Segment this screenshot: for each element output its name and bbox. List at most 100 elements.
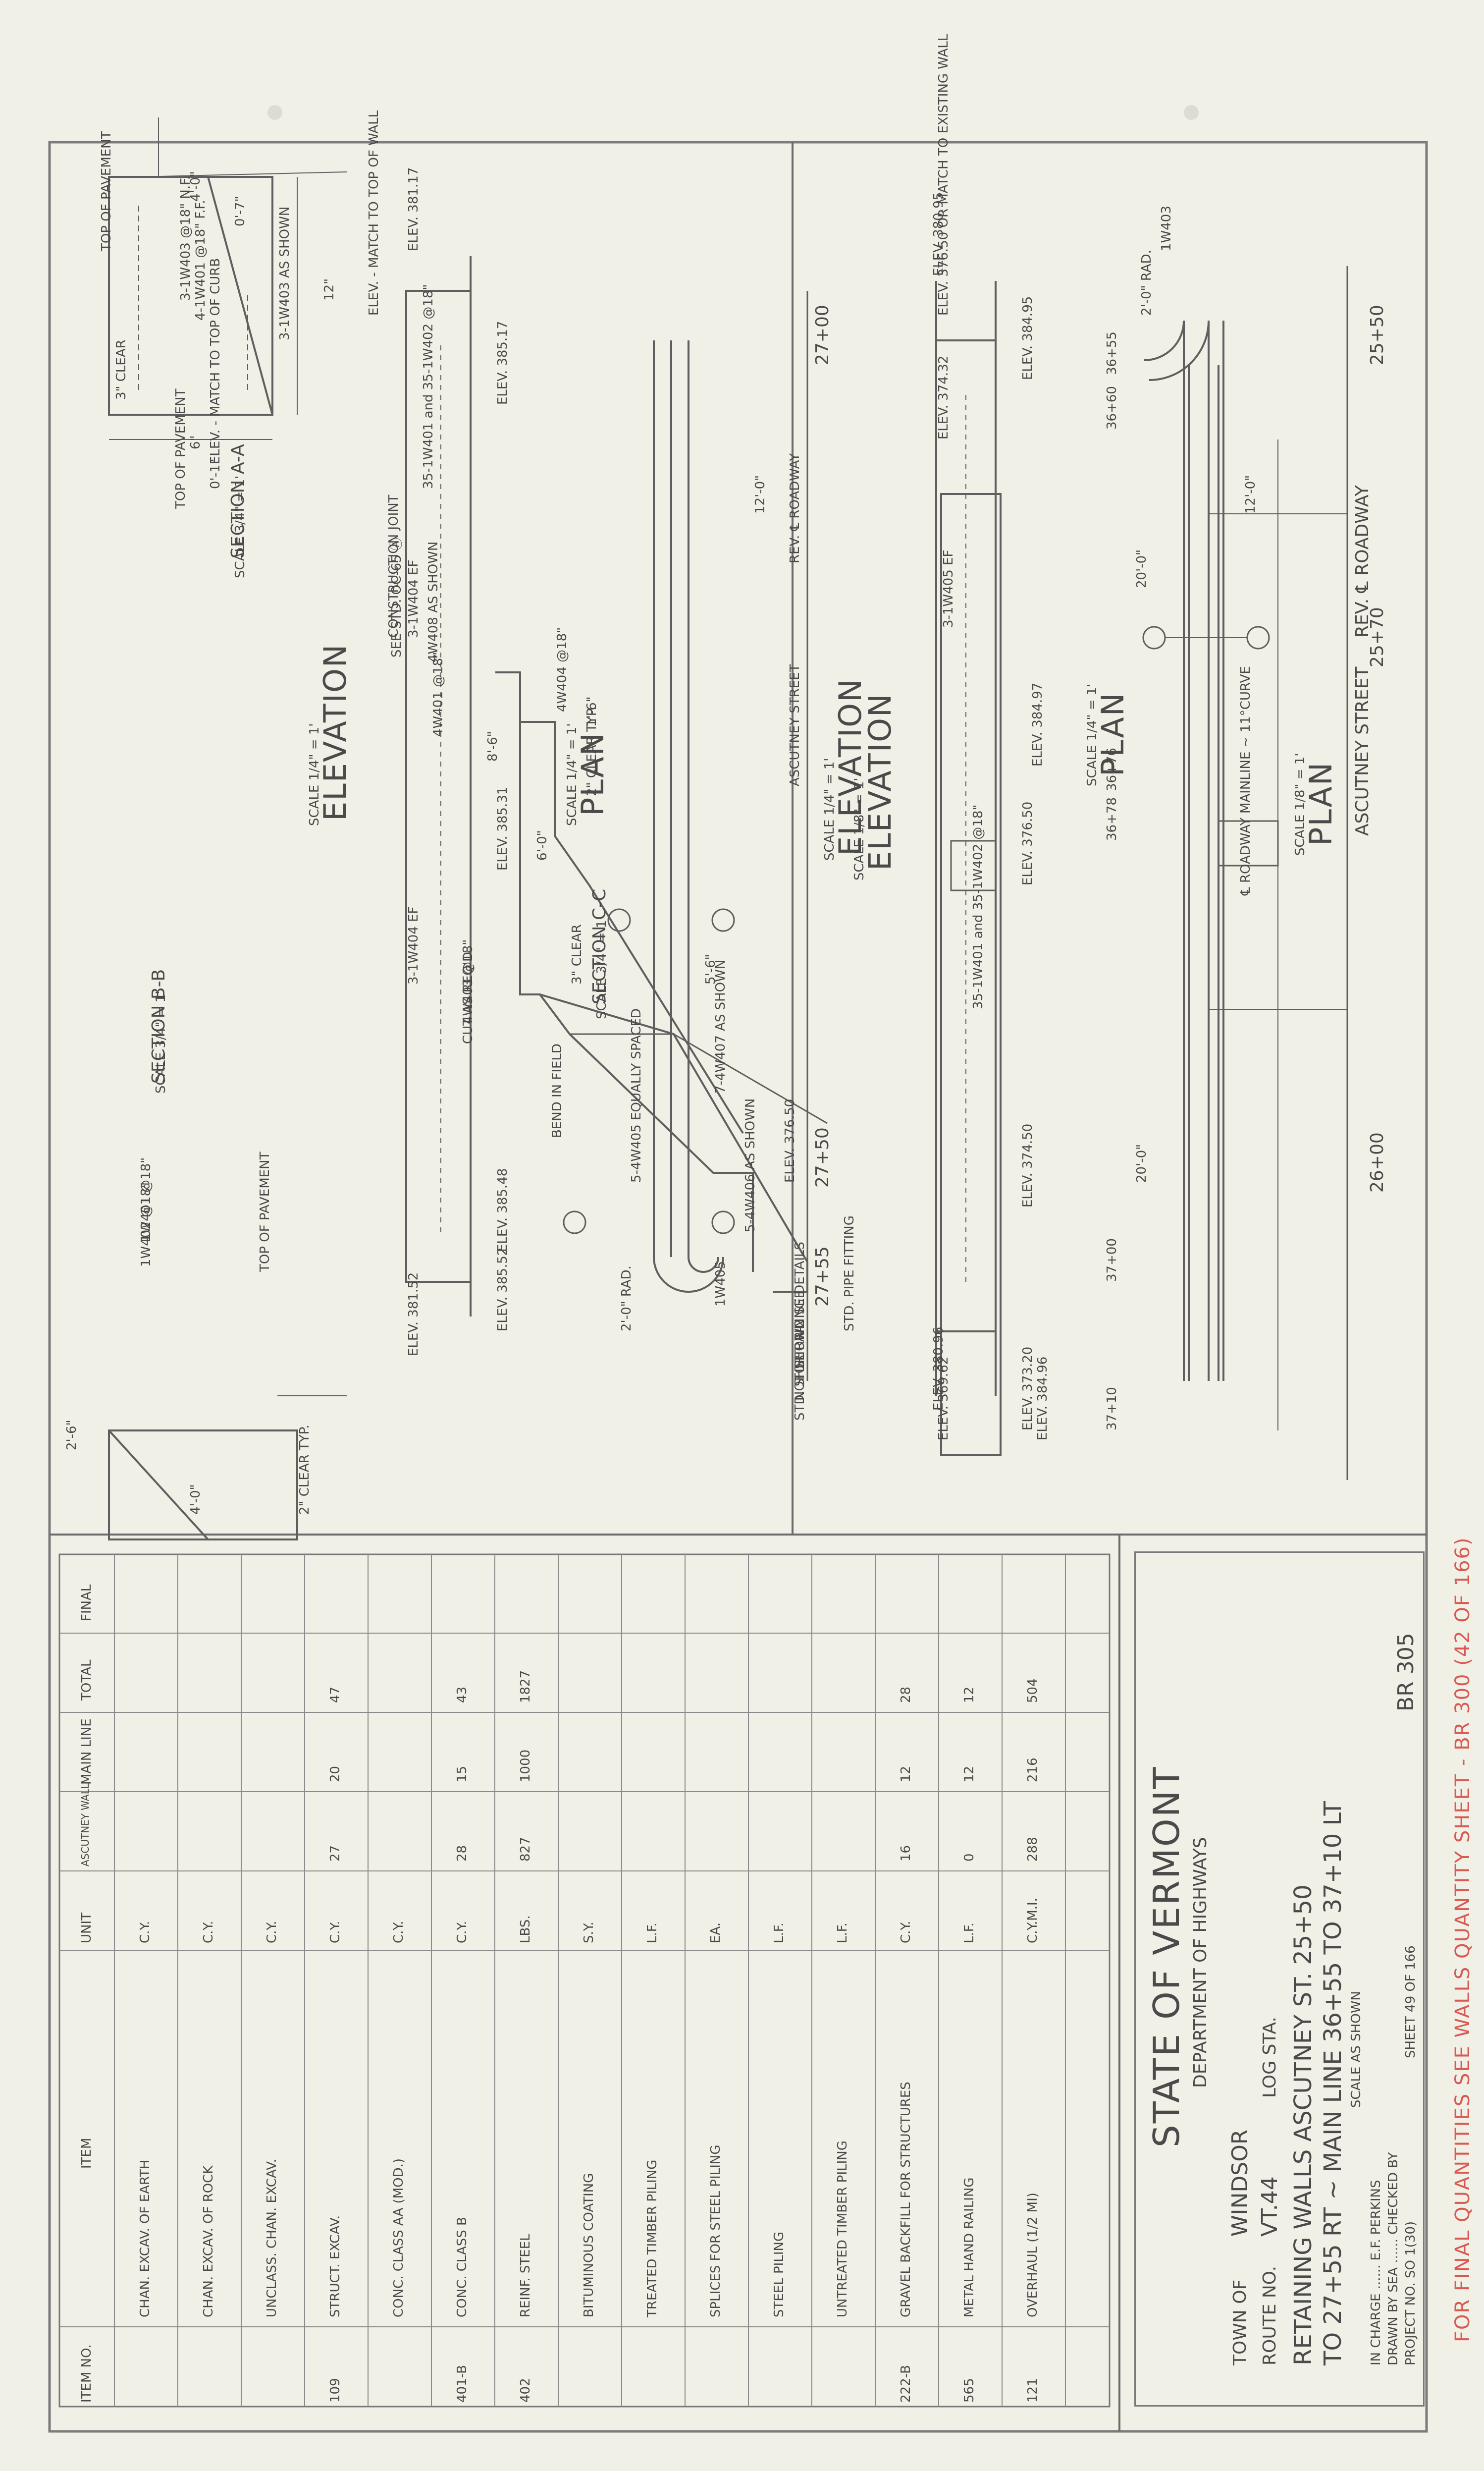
table-row: BITUMINOUS COATING S.Y. [558,1554,622,2407]
station-label: 36+60 [1105,386,1119,430]
dim-label: 1'-6" [584,696,599,727]
table-cell: GRAVEL BACKFILL FOR STRUCTURES [899,2082,913,2317]
table-cell: 43 [455,1686,470,1703]
dim-label: 6" [188,435,203,449]
elev-label: ELEV. 384.96 [1035,1356,1050,1440]
note-top-pavement: TOP OF PAVEMENT [173,388,188,509]
table-cell: C.Y. [391,1921,406,1943]
station-label: 27+00 [812,305,833,365]
note-top-pavement: TOP OF PAVEMENT [99,131,114,251]
drawn-by: DRAWN BY SEA ...... CHECKED BY [1386,2152,1401,2365]
dim-label: 2'-6" [64,1420,79,1450]
table-cell: C.Y. [899,1921,913,1943]
dim-label: 8'-6" [485,731,500,762]
route-label: ROUTE NO. [1260,2265,1280,2365]
table-cell: 1000 [518,1749,533,1782]
table-cell: METAL HAND RAILING [962,2177,977,2317]
station-label: 27+55 [812,1246,833,1307]
table-cell: 12 [962,1765,977,1782]
scale-label: SCALE 3/4" = 1' [233,475,248,578]
table-cell: S.Y. [582,1922,596,1943]
table-cell: C.Y. [455,1921,470,1943]
final-quantities-note: FOR FINAL QUANTITIES SEE WALLS QUANTITY … [1451,1537,1474,2342]
log-label: LOG STA. [1260,2017,1280,2098]
department-title: DEPARTMENT OF HIGHWAYS [1190,1837,1211,2088]
bar-label: 4W408 AS SHOWN [426,541,441,662]
scale-label: SCALE 1/8" = 1' [852,777,867,880]
bar-label: 3-1W404 EF [406,906,421,985]
title-block: STATE OF VERMONT DEPARTMENT OF HIGHWAYS … [1134,1551,1425,2407]
dim-label: 12'-0" [1243,475,1258,514]
view-title: ELEVATION [862,693,898,871]
table-cell: C.Y. [265,1921,279,1943]
town-label: TOWN OF [1230,2279,1250,2365]
view-title: PLAN [1303,761,1339,846]
note-clear: 3" CLEAR [114,339,129,400]
elev-label: ELEV. 376.50 [783,1098,797,1183]
table-cell: L.F. [645,1922,660,1943]
station-label: 25+50 [1367,305,1387,365]
table-row: SPLICES FOR STEEL PILING EA. [685,1554,749,2407]
scale-label: SCALE 1/8" = 1' [1293,753,1308,856]
table-cell: EA. [708,1922,723,1943]
note-bend: BEND IN FIELD [550,1043,565,1138]
drawing-number: BR 305 [1393,1633,1419,1711]
sheet-no: SHEET 49 OF 166 [1403,1945,1418,2058]
elev-label: ELEV. 384.97 [1030,682,1045,767]
centerline-label: ℄ ROADWAY MAINLINE ~ 11°CURVE [1238,666,1253,895]
station-label: 36+76 [1105,748,1119,791]
table-cell: CHAN. EXCAV. OF EARTH [138,2159,153,2317]
table-cell: C.Y. [201,1921,216,1943]
dim-label: 4'-0" [188,1484,203,1515]
in-charge: IN CHARGE ...... E.F. PERKINS [1369,2180,1383,2365]
elev-label: ELEV. 381.52 [406,1272,421,1356]
bar-label: 1W402 @18" [139,1182,154,1267]
table-cell: C.Y.M.I. [1025,1898,1040,1943]
dim-label: 0'-1" [208,458,223,489]
table-cell: 20 [328,1765,343,1782]
quantity-table: ITEM NO. ITEM UNIT ASCUTNEY WALL MAIN LI… [59,1554,1110,2407]
bar-label: 1W403 [1159,206,1174,251]
bar-label: 1W405 [713,1261,728,1307]
bar-label: 5-4W405 EQUALLY SPACED [629,1008,644,1183]
table-cell: 288 [1025,1837,1040,1862]
dim-label: 12" [322,278,337,301]
table-cell: L.F. [835,1922,850,1943]
table-header: UNIT [79,1912,94,1943]
note-top-pavement: TOP OF PAVEMENT [258,1152,272,1272]
station-label: 36+55 [1105,331,1119,375]
table-cell: 402 [518,2378,533,2403]
dim-label: 6'-0" [535,830,550,861]
note-elev-match-curb: ELEV. - MATCH TO TOP OF CURB [208,258,223,464]
dim-label: 20'-0" [1134,549,1149,588]
table-cell: 109 [328,2378,343,2403]
bar-label: 4W404 @18" [555,627,570,712]
table-cell: OVERHAUL (1/2 MI) [1025,2193,1040,2317]
table-cell: C.Y. [138,1921,153,1943]
elev-label: ELEV. 373.20 [1020,1346,1035,1430]
elev-label: ELEV. 376.50 OR MATCH TO EXISTING WALL [936,34,951,316]
table-cell: 27 [328,1845,343,1862]
table-header: ITEM NO. [79,2344,94,2403]
scale-label: SCALE 1/4" = 1' [307,723,322,826]
table-header: MAIN LINE [79,1718,94,1785]
table-cell: 504 [1025,1678,1040,1703]
centerline-label: REV. ℄ ROADWAY [788,453,802,563]
drawing-title: RETAINING WALLS ASCUTNEY ST. 25+50 [1289,1884,1317,2365]
bar-label: 35-1W401 and 35-1W402 @18" [971,804,986,1009]
table-cell: SPLICES FOR STEEL PILING [708,2144,723,2317]
bar-label: 3-1W405 EF [941,549,956,628]
scale-label: SCALE 1/4" = 1' [822,758,837,861]
note-bars: 4-1W401 @18" F.F. [193,200,208,321]
note-bars: 3-1W403 AS SHOWN [277,206,292,340]
table-cell: BITUMINOUS COATING [582,2173,596,2317]
elev-label: ELEV. 384.95 [1020,296,1035,380]
railing-note: STD. SHEET R-2 [793,1319,807,1421]
table-cell: 121 [1025,2378,1040,2403]
dim-label: 20'-0" [1134,1144,1149,1183]
